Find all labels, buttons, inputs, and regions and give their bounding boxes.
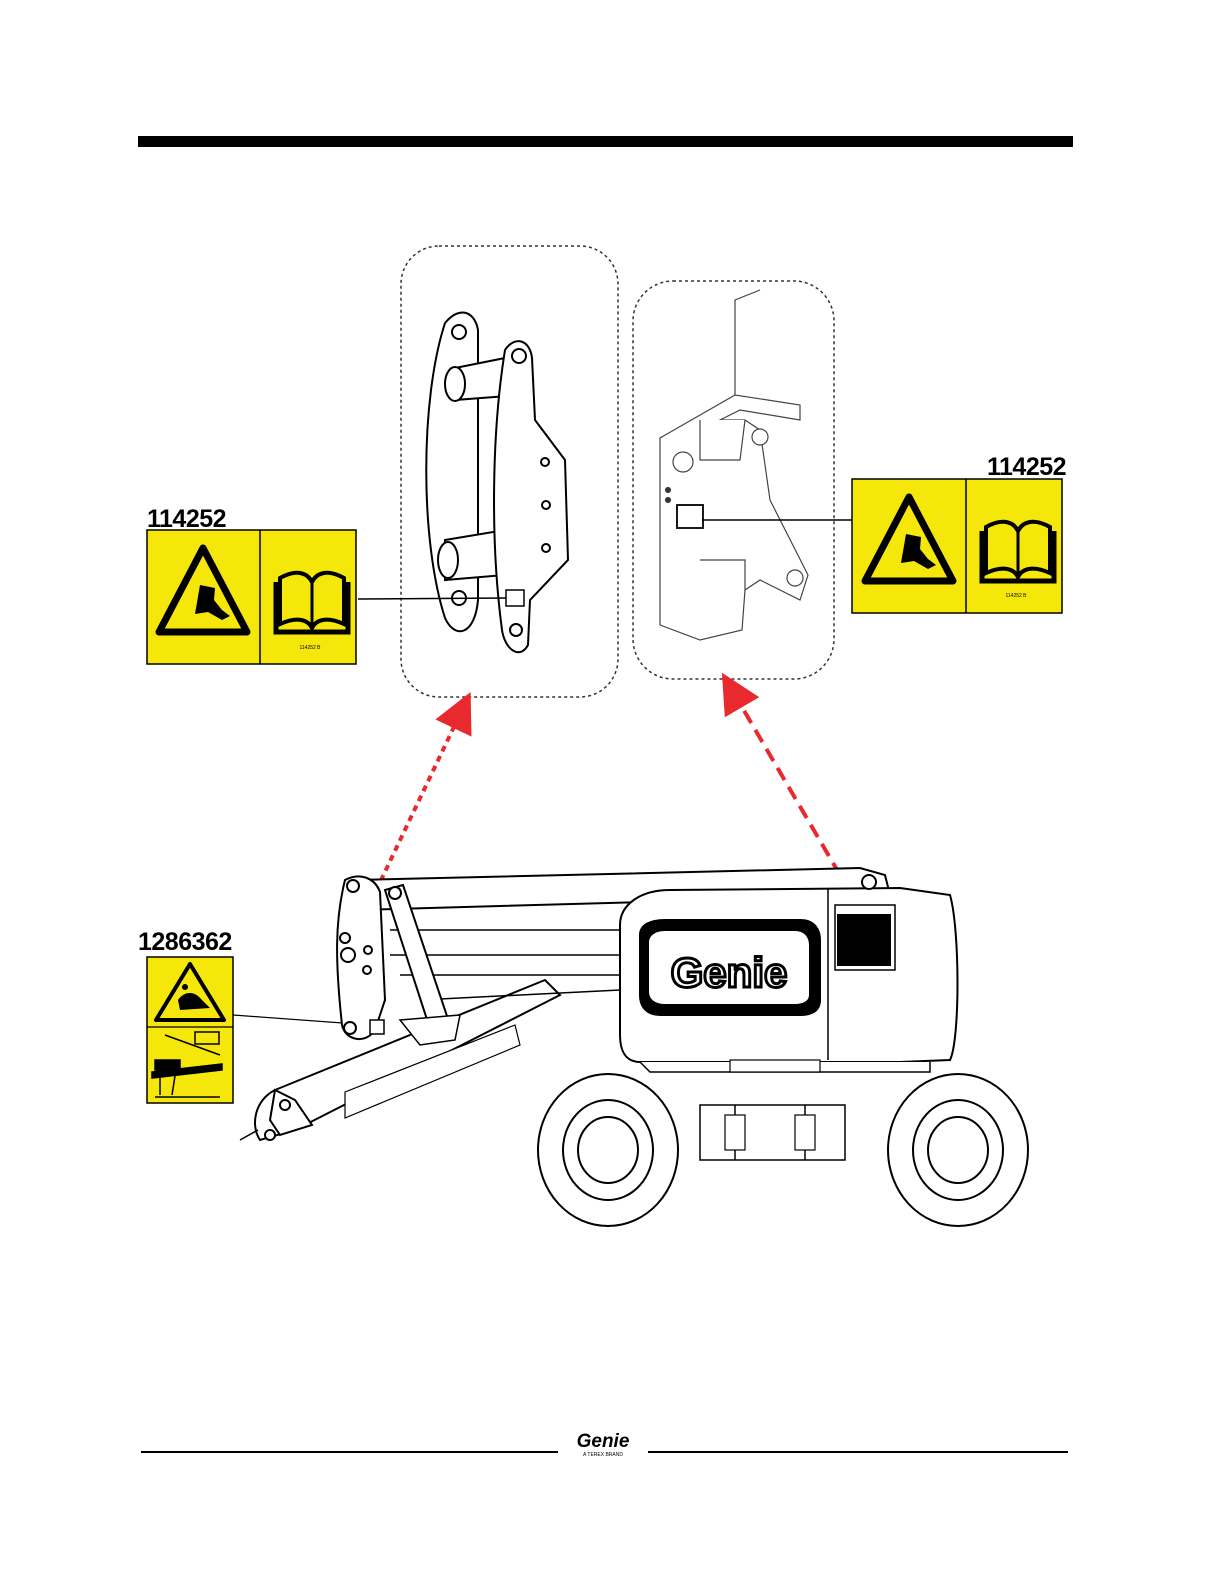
machine-brand-logo: Genie xyxy=(671,949,788,996)
decal-114252-right: 114252 B xyxy=(852,479,1062,613)
footer-rule-left xyxy=(141,1451,558,1453)
boom-end-bracket xyxy=(660,290,808,640)
leader-line-left-upper xyxy=(358,598,506,599)
decal-1286362 xyxy=(147,957,233,1103)
decal-small-code: 114252 B xyxy=(1005,593,1027,599)
decal-small-code: 114252 B xyxy=(299,645,321,651)
jib-pivot-plates xyxy=(426,313,568,653)
arrow-to-right-detail xyxy=(732,690,840,875)
decal-114252-left: 114252 B xyxy=(147,530,356,664)
footer-logo-tagline: A TEREX BRAND xyxy=(561,1452,645,1458)
boom-lift-machine: Genie xyxy=(240,868,1028,1226)
footer-logo: Genie A TEREX BRAND xyxy=(561,1432,645,1460)
footer-rule-right xyxy=(648,1451,1068,1453)
footer-logo-wordmark: Genie xyxy=(561,1432,645,1452)
